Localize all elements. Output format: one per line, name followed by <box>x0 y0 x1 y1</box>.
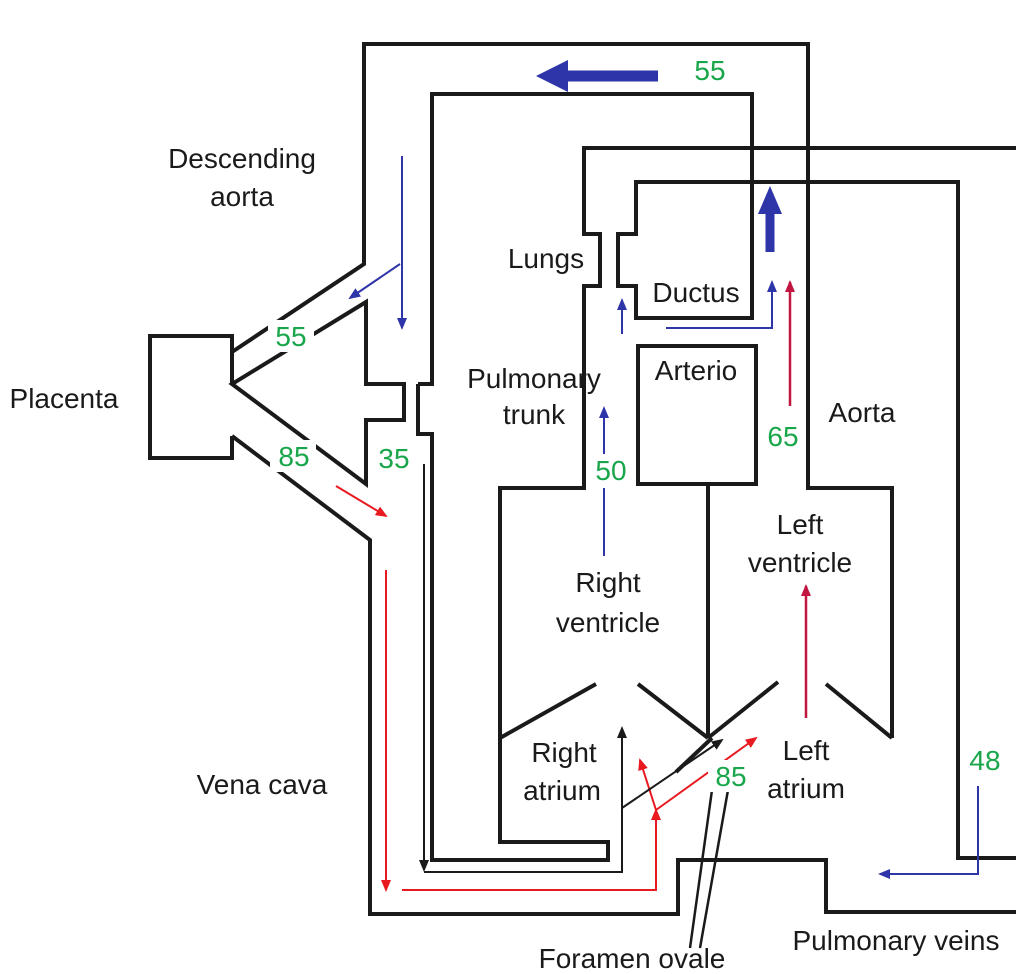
saturation-ascending-aorta: 65 <box>767 421 798 452</box>
flow-arrows <box>335 60 979 892</box>
left-ventricle-label-line2: ventricle <box>748 547 852 578</box>
arterio-box <box>636 344 758 486</box>
saturation-lower-body: 35 <box>378 443 409 474</box>
structure-labels: Descending aorta Placenta Lungs Ductus A… <box>10 143 1000 974</box>
pulmonary-trunk-label-line1: Pulmonary <box>467 363 601 394</box>
umbilical-vein-arrow <box>335 485 388 518</box>
aorta-label: Aorta <box>829 397 896 428</box>
oxygen-saturation-values: 55 55 85 35 50 65 85 48 <box>268 54 1008 792</box>
saturation-pulmonary-trunk: 50 <box>595 455 626 486</box>
placenta-box <box>148 334 234 460</box>
saturation-umbilical-artery: 55 <box>275 321 306 352</box>
foramen-ovale-pointer <box>688 789 730 949</box>
saturation-left-atrium: 85 <box>715 761 746 792</box>
pulmonary-veins-label: Pulmonary veins <box>793 925 1000 956</box>
right-ventricle-label-line1: Right <box>575 567 641 598</box>
ivc-to-atria-flow <box>402 808 661 891</box>
placenta-inner-v <box>228 298 406 488</box>
descending-aorta-label-line2: aorta <box>210 181 274 212</box>
arterio-label: Arterio <box>655 355 737 386</box>
umbilical-artery-arrow <box>348 263 401 300</box>
foramen-red-arrow <box>655 736 758 811</box>
lower-body-vessel-wall <box>416 92 1016 862</box>
ductus-up-arrowhead <box>758 186 782 214</box>
vena-cava-label: Vena cava <box>197 769 328 800</box>
left-atrium-label-line1: Left <box>783 735 830 766</box>
placenta-label: Placenta <box>10 383 119 414</box>
right-atrium-label-line1: Right <box>531 737 597 768</box>
right-ventricle-label-line2: ventricle <box>556 607 660 638</box>
saturation-pulmonary-veins: 48 <box>969 745 1000 776</box>
top-return-arrowhead <box>536 60 568 92</box>
svc-to-right-atrium-flow <box>424 726 627 873</box>
pulmonary-trunk-label-line2: trunk <box>503 399 566 430</box>
right-atrium-red-arrow <box>638 758 657 811</box>
outer-vessel-wall <box>230 42 894 738</box>
tricuspid-valve <box>499 682 710 740</box>
right-to-left-atrium-arrow <box>621 738 724 809</box>
saturation-umbilical-vein: 85 <box>278 441 309 472</box>
descending-aorta-label-line1: Descending <box>168 143 316 174</box>
mitral-valve <box>706 680 894 740</box>
saturation-top-return: 55 <box>694 55 725 86</box>
umbilical-vein-wall <box>230 434 1016 916</box>
left-ventricle-label-line1: Left <box>777 509 824 540</box>
pulmonary-veins-arrow <box>878 786 979 879</box>
ductus-label: Ductus <box>652 277 739 308</box>
left-atrium-label-line2: atrium <box>767 773 845 804</box>
right-atrium-label-line2: atrium <box>523 775 601 806</box>
lungs-label: Lungs <box>508 243 584 274</box>
foramen-ovale-label: Foramen ovale <box>539 943 726 974</box>
vessel-walls <box>148 42 1016 949</box>
ductus-flow-arrow <box>666 280 777 329</box>
